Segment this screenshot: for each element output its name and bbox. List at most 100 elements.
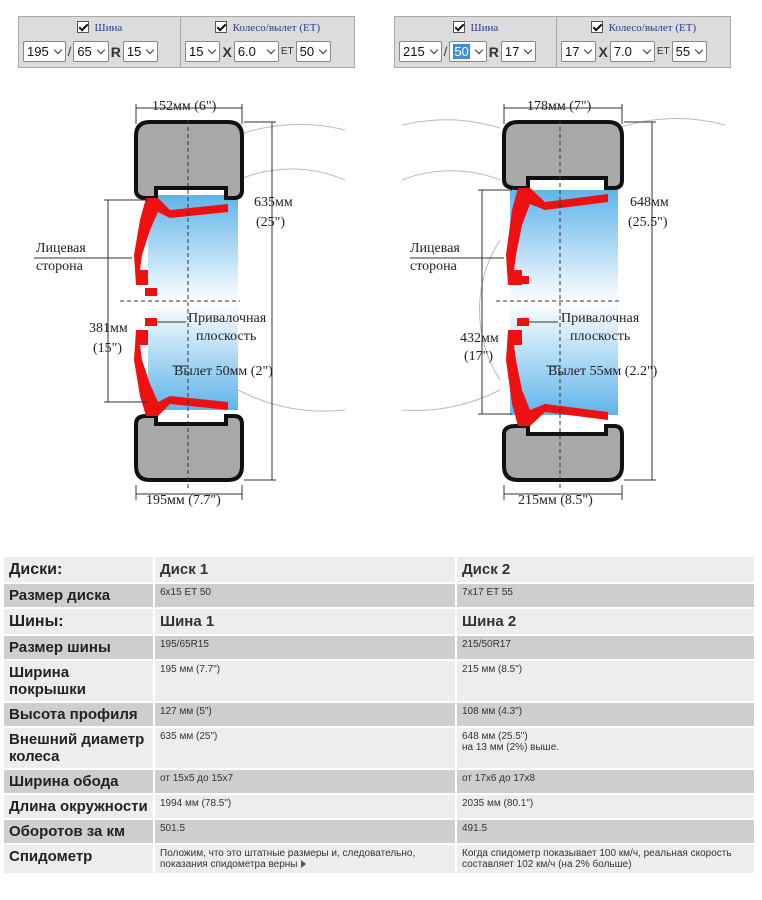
rim-upper [134, 198, 228, 285]
outer-diameter-label: 648мм [630, 195, 669, 210]
comparison-table: Диски: Диск 1 Диск 2 Размер диска 6x15 E… [4, 557, 754, 875]
tire-label-2: Шина [470, 22, 499, 34]
rim-diameter-label: 381мм [89, 321, 128, 336]
wheel-comparison-diagram: 152мм (6") 635мм (25") Лицевая сторона П… [34, 99, 726, 508]
et-separator: ET [280, 46, 294, 57]
table-row: Внешний диаметр колеса 635 мм (25") 648 … [4, 727, 754, 770]
rim-diameter-inch-label: (17") [464, 349, 493, 364]
disk1-header: Диск 1 [153, 557, 456, 584]
wheel-checkbox-1[interactable] [214, 21, 227, 33]
row-label: Оборотов за км [4, 819, 154, 845]
rim-diameter-label: 432мм [460, 331, 499, 346]
offset-label: Вылет 55мм (2.2") [548, 364, 658, 379]
cell-value: 127 мм (5") [153, 702, 456, 728]
row-label: Ширина обода [4, 769, 154, 795]
mount-plane-label-2: плоскость [570, 329, 630, 344]
cell-value: 195 мм (7.7") [153, 660, 456, 703]
outer-diameter-label: 635мм [254, 195, 293, 210]
offset-label: Вылет 50мм (2") [174, 364, 273, 379]
disks-header: Диски: [4, 557, 154, 584]
wheel-width-select-2[interactable]: 7.0 [609, 41, 655, 62]
tire-label-1: Шина [94, 22, 123, 34]
cell-value: 1994 мм (78.5") [153, 794, 456, 820]
cell-value: от 15x5 до 15x7 [153, 769, 456, 795]
cell-value[interactable]: Положим, что это штатные размеры и, след… [153, 844, 456, 875]
x-separator: X [222, 43, 232, 60]
cell-value: 491.5 [455, 819, 754, 845]
tire-width-select-1[interactable]: 195 [23, 41, 66, 62]
face-side-label-2: сторона [410, 259, 458, 274]
wheel-checkbox-2[interactable] [590, 21, 603, 33]
tire-width-label: 195мм (7.7") [146, 493, 221, 508]
table-row: Ширина покрышки 195 мм (7.7") 215 мм (8.… [4, 660, 754, 703]
row-label: Спидометр [4, 844, 154, 875]
slash-separator: / [67, 44, 72, 59]
table-row: Размер диска 6x15 ET 50 7x17 ET 55 [4, 583, 754, 609]
tire-top-section [134, 120, 244, 200]
tire-width-label: 215мм (8.5") [518, 493, 593, 508]
table-row: Ширина обода от 15x5 до 15x7 от 17x6 до … [4, 769, 754, 795]
cell-value: от 17x6 до 17x8 [455, 769, 754, 795]
tire-bottom-section [502, 424, 624, 482]
wheel-offset-select-1[interactable]: 50 [295, 41, 332, 62]
rim-lower [134, 330, 228, 416]
table-row: Спидометр Положим, что это штатные разме… [4, 844, 754, 875]
face-side-label-2: сторона [36, 259, 84, 274]
wheel-width-select-1[interactable]: 6.0 [233, 41, 279, 62]
rim-upper [506, 188, 608, 285]
wheel-diameter-select-1[interactable]: 15 [185, 41, 221, 62]
wheel-offset-select-2[interactable]: 55 [671, 41, 708, 62]
cell-value: Когда спидометр показывает 100 км/ч, реа… [455, 844, 754, 875]
expand-arrow-icon[interactable] [300, 860, 306, 869]
table-row: Размер шины 195/65R15 215/50R17 [4, 635, 754, 661]
wheel-diameter-select-2[interactable]: 17 [561, 41, 597, 62]
cell-value: 195/65R15 [153, 635, 456, 661]
tire-checkbox-1[interactable] [76, 21, 89, 33]
top-width-label: 178мм (7") [527, 99, 592, 114]
r-separator: R [110, 43, 121, 60]
rim-lower [506, 330, 608, 426]
tire-profile-select-2[interactable]: 50 [449, 41, 487, 62]
table-row: Высота профиля 127 мм (5") 108 мм (4.3") [4, 702, 754, 728]
wheel-face-area [148, 195, 238, 410]
table-row: Шины: Шина 1 Шина 2 [4, 608, 754, 636]
cell-value: 6x15 ET 50 [153, 583, 456, 609]
tire-profile-select-1[interactable]: 65 [73, 41, 109, 62]
tire-rim-select-2[interactable]: 17 [500, 41, 537, 62]
wheel-face-area [510, 190, 618, 415]
mount-plane-label-2: плоскость [196, 329, 256, 344]
wheel-diagram-2: 178мм (7") 648мм (25.5") Лицевая сторона… [401, 99, 726, 508]
cell-value: 2035 мм (80.1") [455, 794, 754, 820]
tire-width-select-2[interactable]: 215 [399, 41, 442, 62]
mount-plane-label-1: Привалочная [188, 311, 267, 326]
table-row: Длина окружности 1994 мм (78.5") 2035 мм… [4, 794, 754, 820]
face-side-label-1: Лицевая [36, 241, 86, 256]
tire-checkbox-2[interactable] [452, 21, 465, 33]
cell-value: 215/50R17 [455, 635, 754, 661]
r-separator: R [488, 43, 499, 60]
tire-top-section [502, 120, 624, 190]
face-side-label-1: Лицевая [410, 241, 460, 256]
tire-rim-select-1[interactable]: 15 [122, 41, 159, 62]
tire2-header: Шина 2 [455, 608, 754, 636]
wheel-label-1: Колесо/вылет (ET) [232, 22, 321, 34]
outer-diameter-inch-label: (25") [256, 215, 285, 230]
tire-bottom-section [134, 414, 244, 482]
table-row: Диски: Диск 1 Диск 2 [4, 557, 754, 584]
x-separator: X [598, 43, 608, 60]
row-label: Размер шины [4, 635, 154, 661]
row-label: Длина окружности [4, 794, 154, 820]
cell-value: 7x17 ET 55 [455, 583, 754, 609]
cell-value: 215 мм (8.5") [455, 660, 754, 703]
row-label: Размер диска [4, 583, 154, 609]
row-label: Высота профиля [4, 702, 154, 728]
row-label: Внешний диаметр колеса [4, 727, 154, 770]
cell-value: 648 мм (25.5")на 13 мм (2%) выше. [455, 727, 754, 770]
wheel-diagram-1: 152мм (6") 635мм (25") Лицевая сторона П… [34, 99, 346, 508]
